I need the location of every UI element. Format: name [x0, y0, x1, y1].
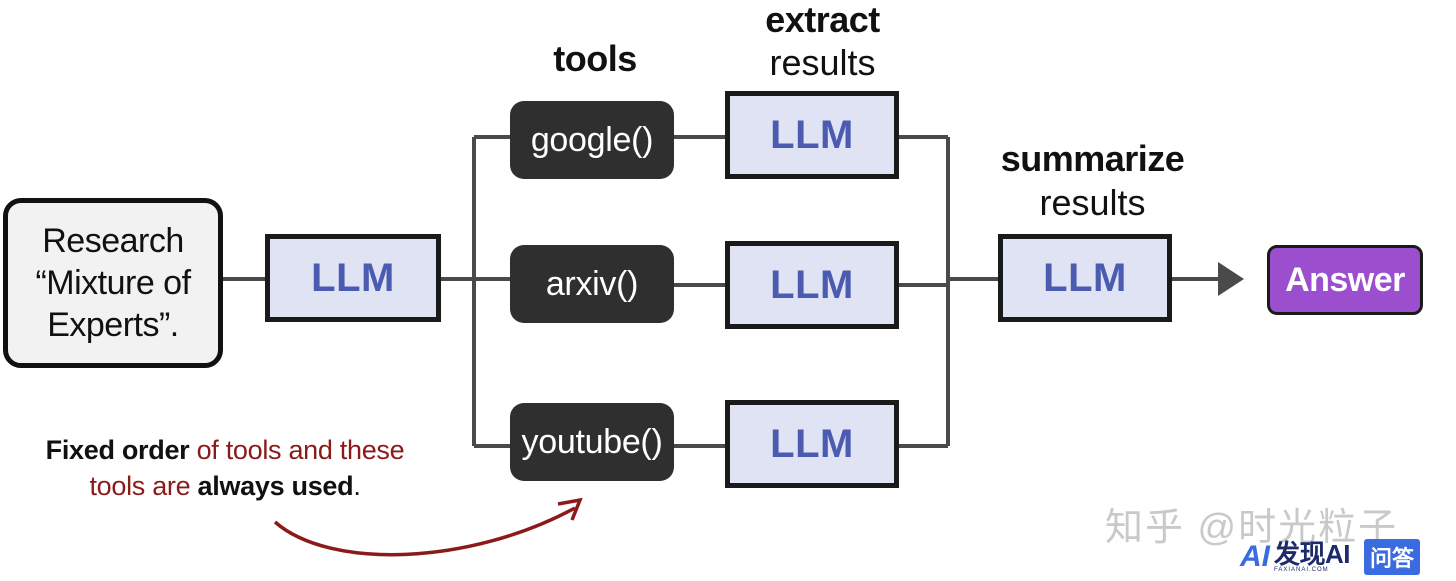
tool-arxiv-label: arxiv() — [545, 264, 639, 303]
llm-extract-3-label: LLM — [770, 421, 854, 466]
tool-google-label: google() — [530, 120, 654, 159]
llm-extract-3: LLM — [725, 400, 899, 488]
llm-summarize-box: LLM — [998, 234, 1172, 322]
note-text-3: . — [353, 471, 361, 501]
brand-name: 发现AI — [1274, 539, 1351, 569]
llm-extract-2: LLM — [725, 241, 899, 329]
zhihu-watermark: 知乎 @时光粒子 — [1105, 507, 1399, 549]
curved-arrow — [273, 506, 576, 557]
tool-google: google() — [510, 101, 674, 179]
note-bold-1: Fixed order — [45, 435, 190, 465]
tools-heading: tools — [553, 38, 637, 79]
input-line-2: “Mixture of — [35, 264, 191, 302]
extract-heading-bold: extract — [765, 0, 880, 40]
summarize-heading-bold: summarize — [1000, 138, 1185, 179]
extract-heading: extract results — [735, 0, 910, 86]
llm-extract-2-label: LLM — [770, 262, 854, 307]
note-bold-2: always used — [197, 471, 354, 501]
summarize-heading-normal: results — [1039, 182, 1146, 223]
llm-extract-1-label: LLM — [770, 112, 854, 157]
brand-qa-badge: 问答 — [1364, 539, 1421, 575]
tool-youtube-label: youtube() — [521, 422, 663, 461]
brand-sub: FAXIANAI.COM — [1274, 567, 1329, 573]
summarize-heading: summarize results — [990, 138, 1195, 226]
note-text-1: of tools and these — [189, 435, 405, 465]
fixed-order-note: Fixed order of tools and these tools are… — [20, 432, 430, 504]
curved-arrow-head-icon — [557, 497, 583, 521]
note-text-2: tools are — [89, 471, 198, 501]
extract-heading-normal: results — [769, 42, 876, 83]
answer-label: Answer — [1285, 260, 1405, 299]
brand-watermark: AI 发现AI FAXIANAI.COM 问答 — [1240, 539, 1421, 575]
answer-box: Answer — [1267, 245, 1423, 315]
llm-router-label: LLM — [311, 255, 395, 300]
arrow-head-icon — [1218, 262, 1244, 296]
tool-arxiv: arxiv() — [510, 245, 674, 323]
llm-summarize-label: LLM — [1043, 255, 1127, 300]
input-line-3: Experts”. — [47, 306, 179, 344]
brand-logo-icon: AI — [1240, 540, 1270, 573]
llm-extract-1: LLM — [725, 91, 899, 179]
llm-router-box: LLM — [265, 234, 441, 322]
input-query-box: Research “Mixture of Experts”. — [3, 198, 223, 368]
input-line-1: Research — [42, 222, 184, 260]
tool-youtube: youtube() — [510, 403, 674, 481]
